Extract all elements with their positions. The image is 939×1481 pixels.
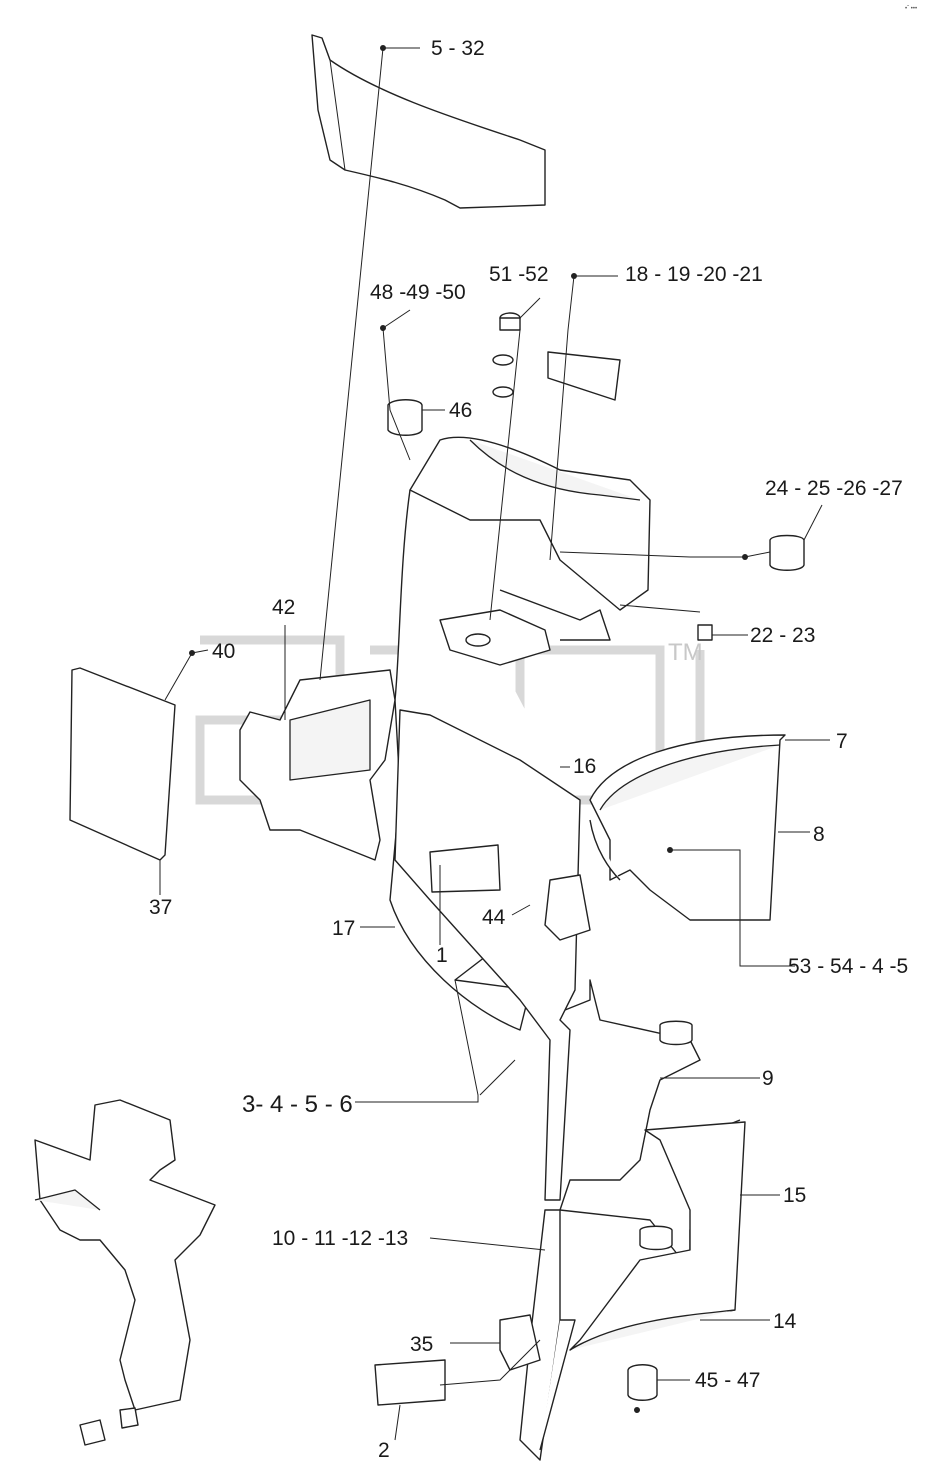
callout-53-5: 53 - 54 - 4 -5 xyxy=(788,955,908,978)
callout-7: 7 xyxy=(836,730,848,753)
callout-9: 9 xyxy=(762,1067,774,1090)
callout-labels: 5 - 32 51 -52 18 - 19 -20 -21 48 -49 -50… xyxy=(149,37,908,1462)
left-wing-part xyxy=(239,669,396,861)
callout-42: 42 xyxy=(272,596,295,619)
left-plate-part xyxy=(69,667,176,861)
callout-37: 37 xyxy=(149,896,172,919)
bottom-strip-part xyxy=(519,1209,576,1461)
callout-5-32: 5 - 32 xyxy=(431,37,485,60)
leader-lines xyxy=(159,47,830,1441)
callout-40: 40 xyxy=(212,640,235,663)
callout-45-47: 45 - 47 xyxy=(695,1369,760,1392)
hardware-parts xyxy=(189,45,805,1413)
callout-14: 14 xyxy=(773,1310,797,1333)
callout-35: 35 xyxy=(410,1333,433,1356)
callout-8: 8 xyxy=(813,823,825,846)
right-fender-part xyxy=(589,734,786,921)
callout-2: 2 xyxy=(378,1439,390,1462)
top-plate-part xyxy=(311,34,546,209)
callout-10-13: 10 - 11 -12 -13 xyxy=(272,1227,408,1250)
corner-mark: •ˆ ••• xyxy=(905,6,917,12)
callout-17: 17 xyxy=(332,917,355,940)
overview-thumbnail xyxy=(34,1099,216,1446)
callout-3-6: 3- 4 - 5 - 6 xyxy=(242,1091,353,1118)
callout-51-52: 51 -52 xyxy=(489,263,549,286)
callout-48-50: 48 -49 -50 xyxy=(370,281,466,304)
callout-18-21: 18 - 19 -20 -21 xyxy=(625,263,763,286)
callout-22-23: 22 - 23 xyxy=(750,624,815,647)
callout-44: 44 xyxy=(482,906,506,929)
callout-15: 15 xyxy=(783,1184,806,1207)
lower-fender-part xyxy=(569,1121,746,1351)
callout-1: 1 xyxy=(436,944,448,967)
callout-16: 16 xyxy=(573,755,596,778)
watermark-mark: TM xyxy=(668,639,703,666)
callout-46: 46 xyxy=(449,399,472,422)
callout-24-27: 24 - 25 -26 -27 xyxy=(765,477,903,500)
